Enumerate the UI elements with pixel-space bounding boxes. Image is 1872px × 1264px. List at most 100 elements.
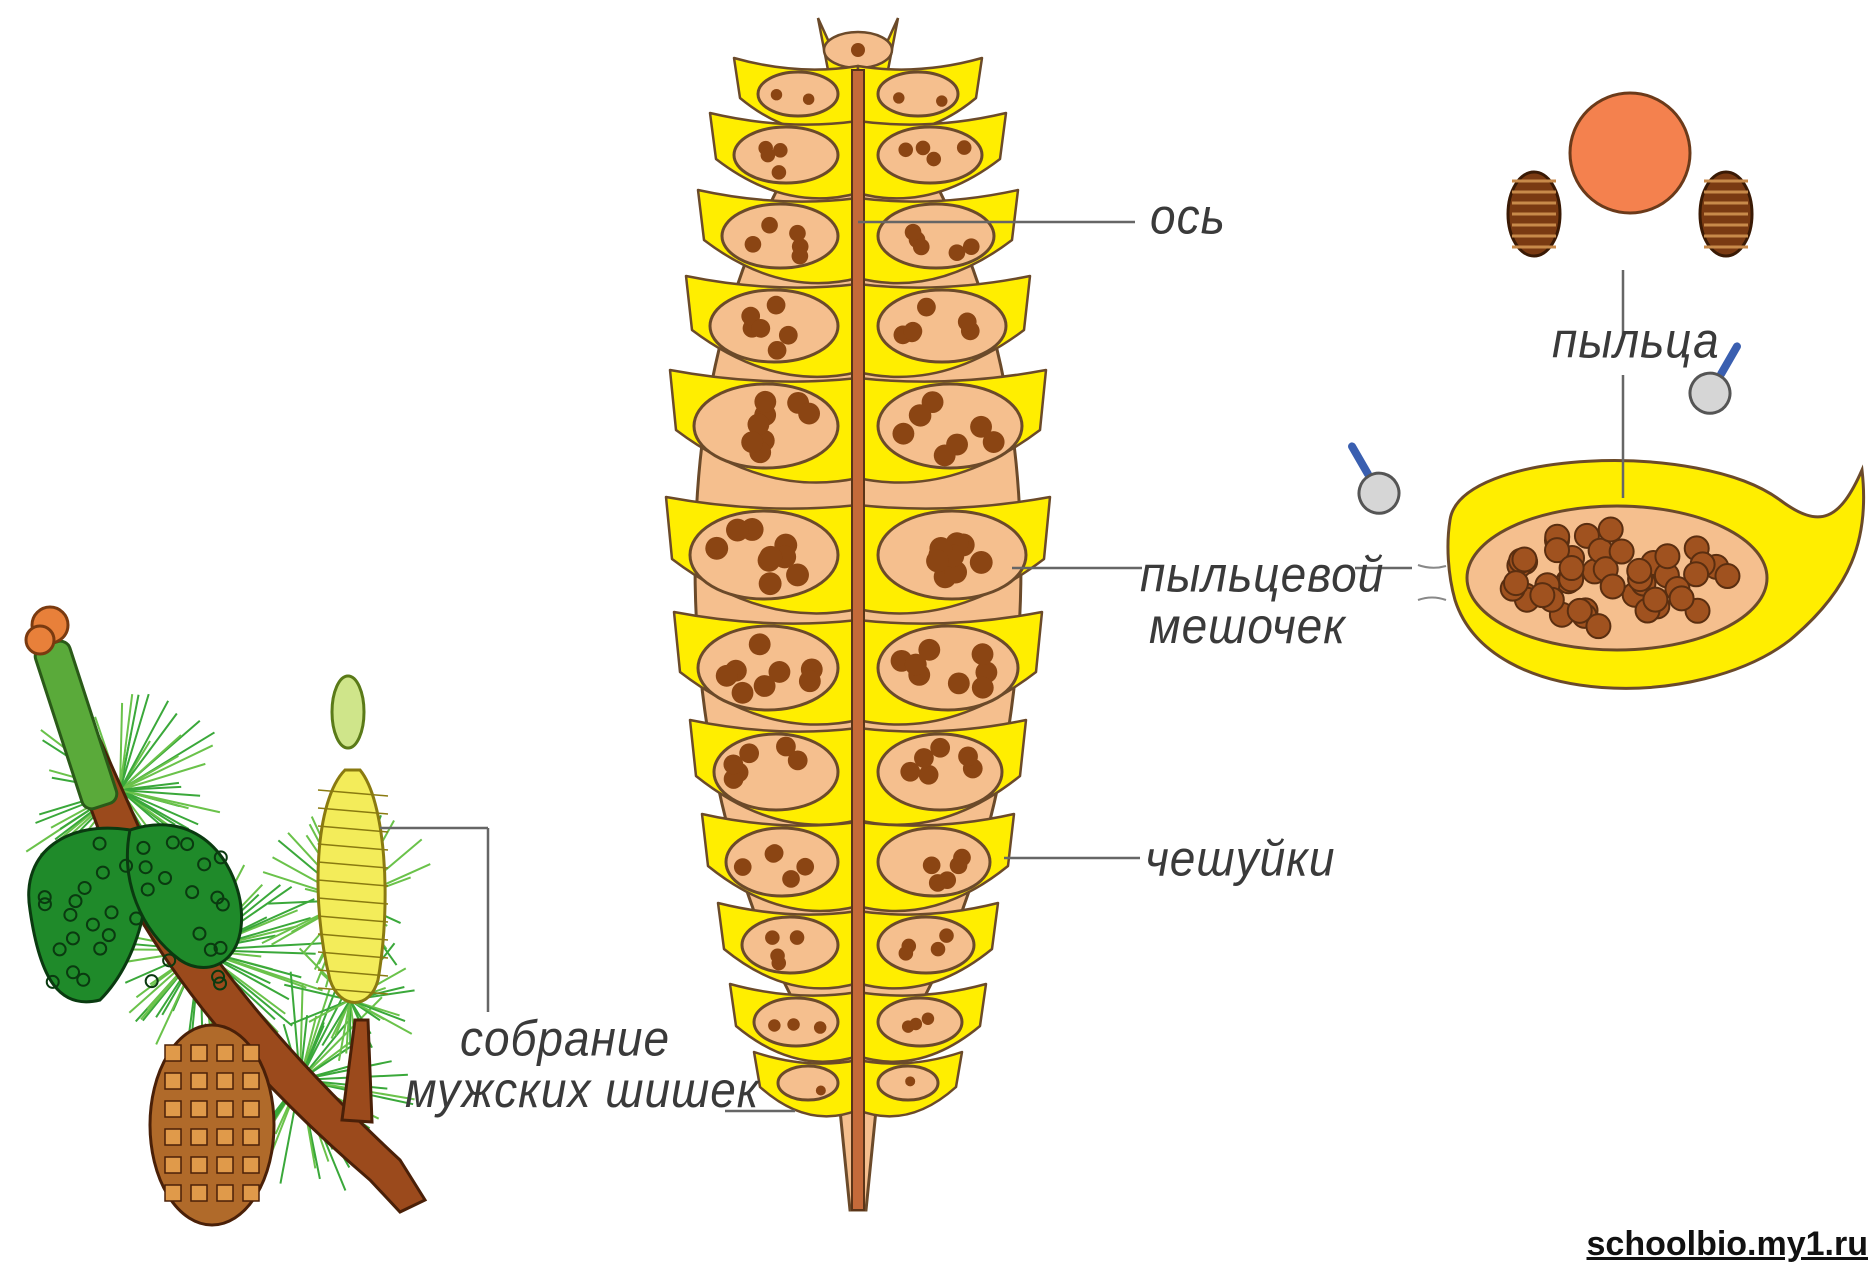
pollen-grain — [909, 404, 931, 426]
pollen-grain — [983, 431, 1005, 453]
cone-scale-tile — [191, 1185, 207, 1201]
pollen-grain — [913, 239, 930, 256]
pollen-grain-enlarged — [1508, 93, 1752, 256]
young-shoot — [33, 639, 120, 812]
pollen-grain — [970, 551, 993, 574]
pollen-sac — [778, 1066, 838, 1100]
pollen-body — [1570, 93, 1690, 213]
pollen-grain — [905, 224, 922, 241]
label-scales: чешуйки — [1145, 832, 1335, 884]
pollen-grain — [900, 762, 920, 782]
pollen-grain — [950, 857, 968, 875]
cone-scale-tile — [217, 1185, 233, 1201]
pollen-grain — [948, 672, 970, 694]
pollen-grain — [1643, 588, 1667, 612]
pollen-grain — [926, 550, 949, 573]
watermark: schoolbio.my1.ru — [1587, 1225, 1869, 1264]
pollen-grain — [1655, 544, 1679, 568]
pollen-grain — [792, 248, 809, 265]
pollen-grain — [958, 313, 977, 332]
pollen-grain — [741, 431, 763, 453]
pollen-grain — [759, 572, 782, 595]
pollen-grain — [893, 92, 904, 103]
pollen-grain — [790, 930, 805, 945]
pollen-grain — [726, 519, 749, 542]
pollen-grain — [1670, 586, 1694, 610]
label-pollen-sac-line1: пыльцевой — [1140, 548, 1355, 600]
pollen-grain — [958, 746, 978, 766]
pollen-grain — [705, 537, 728, 560]
pollen-grain — [1610, 540, 1634, 564]
male-cone-cluster — [318, 770, 385, 1003]
label-male-cones: собрание мужских шишек — [405, 1012, 725, 1116]
pollen-grain — [1586, 614, 1610, 638]
pollen-grain — [754, 391, 776, 413]
pollen-grain — [899, 946, 914, 961]
pollen-grain — [1715, 564, 1739, 588]
cone-scale-tile — [191, 1045, 207, 1061]
pollen-grain — [803, 93, 814, 104]
cone-scale-tile — [217, 1073, 233, 1089]
cone-scale-tile — [165, 1185, 181, 1201]
magnifier-lens — [1352, 466, 1407, 521]
cone-scale-tile — [243, 1045, 259, 1061]
cone-scale-tile — [217, 1101, 233, 1117]
shoot-tip — [26, 626, 54, 654]
cone-scale-tile — [165, 1045, 181, 1061]
cone-scale-tile — [191, 1129, 207, 1145]
pollen-grain — [776, 737, 796, 757]
cone-scale-tile — [191, 1073, 207, 1089]
pollen-grain — [1599, 518, 1623, 542]
cone-scale-tile — [243, 1185, 259, 1201]
pollen-grain — [916, 141, 931, 156]
label-male-cones-line2: мужских шишек — [405, 1064, 725, 1116]
cone-scale-tile — [165, 1073, 181, 1089]
pollen-grain — [816, 1085, 826, 1095]
pollen-grain — [1601, 574, 1625, 598]
pollen-grain — [972, 643, 994, 665]
pollen-grain — [814, 1021, 826, 1033]
pollen-grain — [898, 143, 913, 158]
pollen-grain — [749, 633, 771, 655]
pollen-grain — [732, 682, 754, 704]
label-axis: ось — [1150, 190, 1226, 242]
pollen-grain — [917, 298, 936, 317]
pollen-sac — [878, 917, 974, 973]
pollen-grain — [773, 143, 788, 158]
pollen-sac — [722, 204, 838, 268]
pollen-grain — [851, 43, 865, 57]
pine-branch — [26, 607, 425, 1225]
cone-scale-tile — [165, 1101, 181, 1117]
cone-scale-tile — [243, 1157, 259, 1173]
pollen-grain — [936, 95, 947, 106]
cone-scale-tile — [243, 1129, 259, 1145]
pollen-sac — [758, 72, 838, 116]
pollen-grain — [768, 1019, 780, 1031]
pollen-grain — [939, 928, 954, 943]
pollen-grain — [931, 942, 946, 957]
sac-edge-marks — [1418, 565, 1446, 600]
pollen-grain — [766, 844, 784, 862]
magnifier-lens — [1683, 366, 1738, 421]
pollen-grain — [767, 296, 786, 315]
pollen-grain — [905, 1076, 915, 1086]
pollen-sac — [878, 72, 958, 116]
pollen-grain — [1627, 559, 1651, 583]
pollen-grain — [1504, 571, 1528, 595]
cone-scale-tile — [191, 1157, 207, 1173]
pollen-grain — [904, 322, 923, 341]
pollen-grain — [918, 639, 940, 661]
pollen-grain — [745, 236, 762, 253]
male-cone-top — [332, 676, 364, 748]
pollen-grain — [789, 225, 806, 242]
pollen-grain — [739, 743, 759, 763]
pollen-grain — [798, 403, 820, 425]
pollen-sac — [742, 917, 838, 973]
pollen-grain — [716, 665, 738, 687]
pollen-grain — [761, 217, 778, 234]
label-pollen-sac: пыльцевой мешочек — [1140, 548, 1355, 652]
pollen-grain — [922, 1012, 934, 1024]
pollen-sac-enlarged — [1418, 461, 1864, 689]
